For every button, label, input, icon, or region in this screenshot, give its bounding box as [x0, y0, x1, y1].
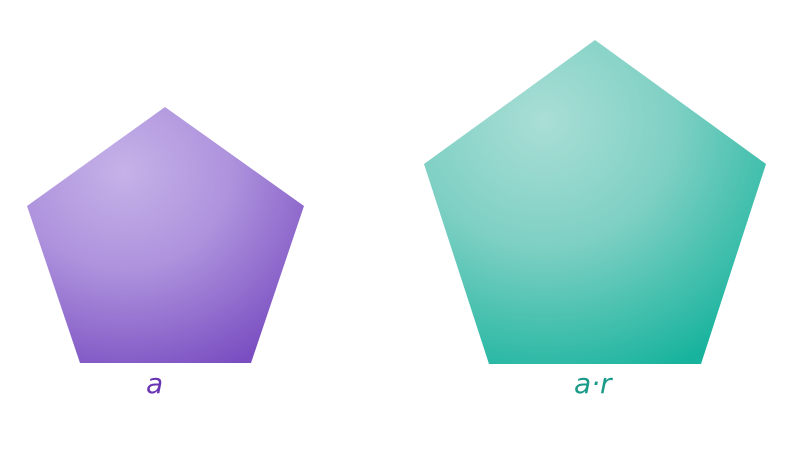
- small-pentagon-side-label: a: [146, 367, 164, 400]
- large-pentagon-side-label: a·r: [574, 367, 612, 400]
- small-pentagon: [27, 107, 304, 363]
- large-pentagon: [424, 40, 766, 364]
